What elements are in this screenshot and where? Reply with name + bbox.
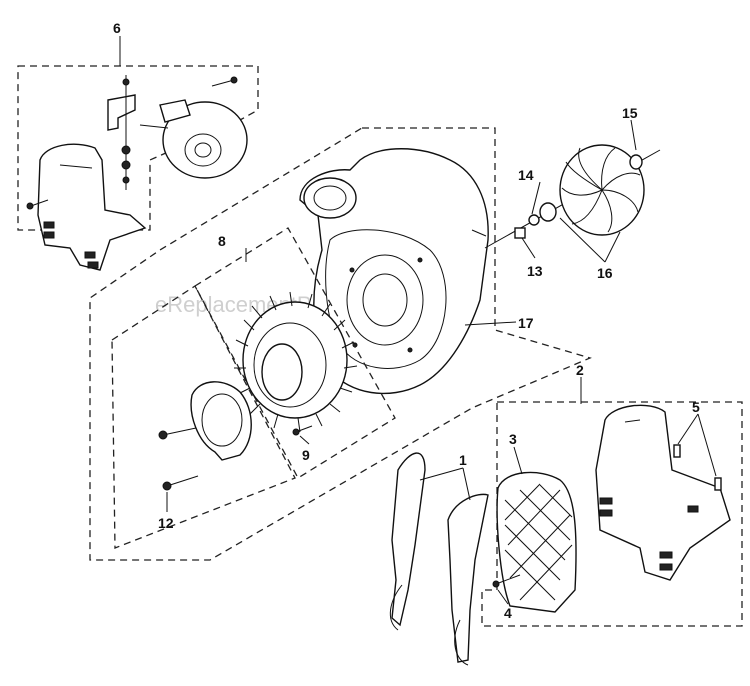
straps-group <box>389 452 489 666</box>
starter-group <box>111 227 396 549</box>
impeller-hub <box>539 202 557 222</box>
plate-screw <box>158 430 168 440</box>
callout-12: 12 <box>158 515 174 531</box>
screw-4 <box>492 580 500 588</box>
frame-stud-b <box>714 477 722 491</box>
back-pad-grid <box>504 483 573 601</box>
screw-12 <box>162 481 172 491</box>
impeller-blades <box>561 147 641 233</box>
washer-14 <box>528 214 540 226</box>
mount-clip <box>107 94 136 131</box>
engine-flywheel-cover <box>162 101 248 179</box>
callout-13: 13 <box>527 263 543 279</box>
callout-4: 4 <box>504 605 512 621</box>
callout-9: 9 <box>302 447 310 463</box>
callout-labels: 6 8 17 14 13 15 16 9 12 1 2 3 4 5 <box>113 20 700 621</box>
leader-lines <box>119 36 717 605</box>
impeller-group <box>484 144 661 249</box>
backpack-frame-group <box>481 401 743 627</box>
backpack-frame <box>595 404 731 581</box>
group-17-boundary <box>89 127 592 561</box>
screw-9 <box>292 428 300 436</box>
starter-fins <box>234 291 358 433</box>
frame-stud-a <box>673 444 681 458</box>
callout-5: 5 <box>692 399 700 415</box>
shoulder-strap-left <box>391 452 426 627</box>
washer-15 <box>629 154 643 170</box>
callout-2: 2 <box>576 362 584 378</box>
bracket-screw <box>26 202 34 210</box>
mount-bracket <box>37 143 147 271</box>
callout-16: 16 <box>597 265 613 281</box>
callout-15: 15 <box>622 105 638 121</box>
blower-outlet <box>303 177 357 219</box>
callout-6: 6 <box>113 20 121 36</box>
group-2-boundary <box>481 401 743 627</box>
flywheel-inlet <box>159 99 191 123</box>
starter-hub <box>261 343 303 401</box>
starter-cover-boundary <box>111 285 296 549</box>
shoulder-strap-right <box>447 493 489 663</box>
callout-14: 14 <box>518 167 534 183</box>
callout-1: 1 <box>459 452 467 468</box>
bracket-slot <box>43 221 55 229</box>
callout-3: 3 <box>509 431 517 447</box>
nut-13 <box>514 227 526 239</box>
engine-mount-group <box>17 65 259 271</box>
group-8-boundary <box>194 227 396 479</box>
back-pad <box>496 471 577 613</box>
callout-17: 17 <box>518 315 534 331</box>
callout-8: 8 <box>218 233 226 249</box>
